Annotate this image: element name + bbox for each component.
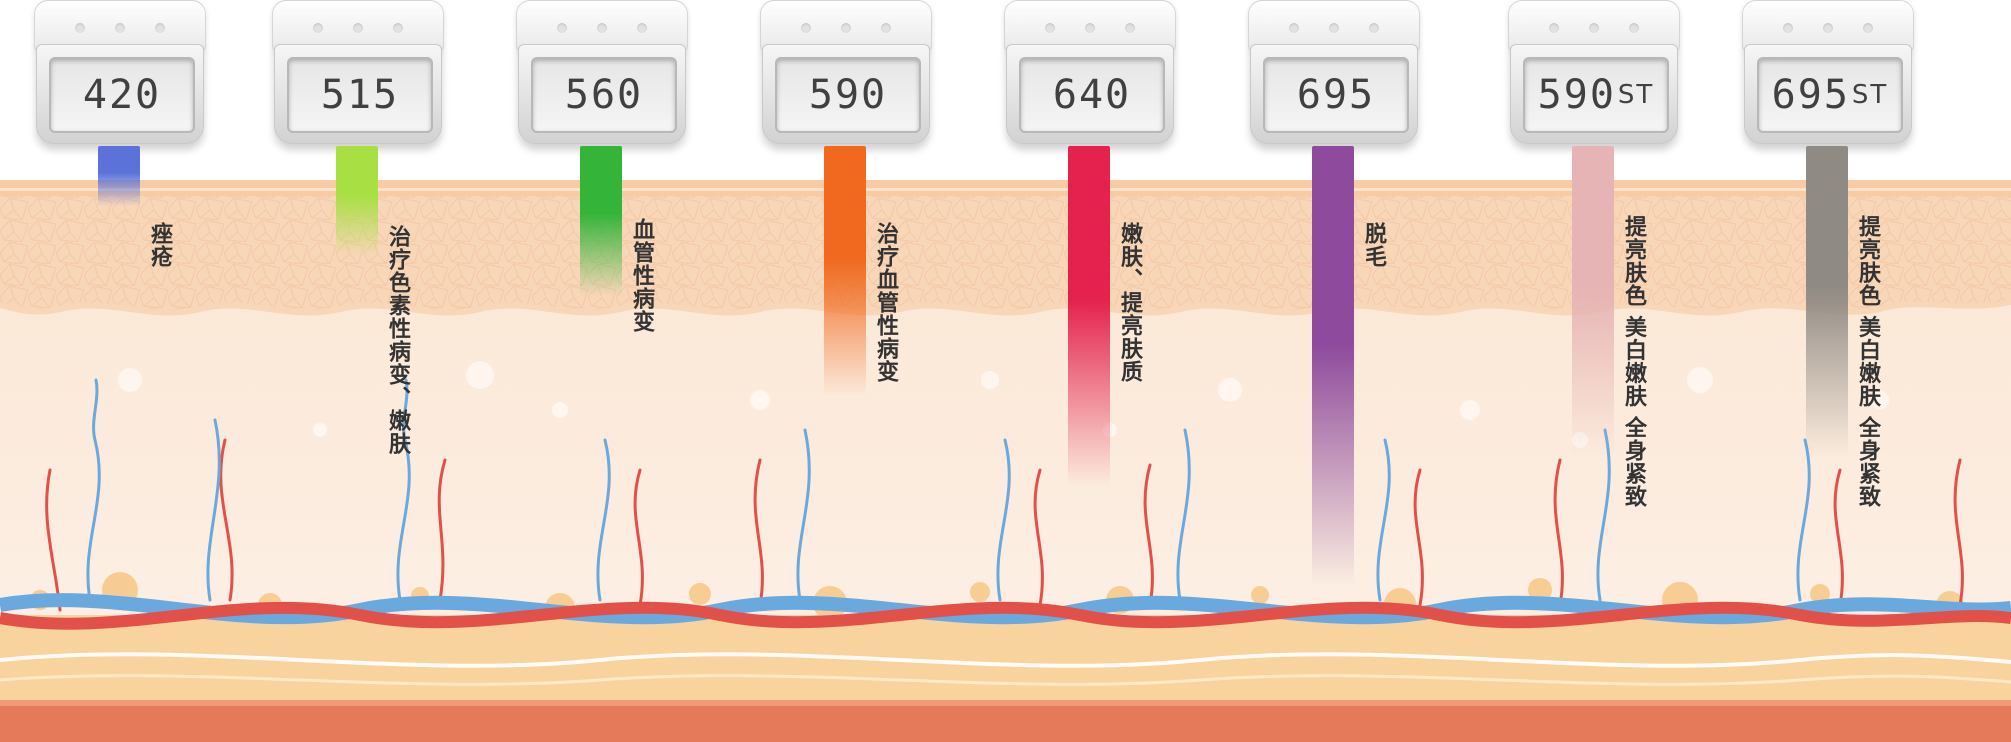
cap-dot bbox=[1589, 23, 1599, 33]
filter-wavelength: 560 bbox=[564, 72, 644, 118]
treatment-label: 痤疮 bbox=[147, 222, 172, 268]
cap-dot bbox=[1045, 23, 1055, 33]
cap-dot bbox=[353, 23, 363, 33]
cap-dot bbox=[1549, 23, 1559, 33]
cap-dot bbox=[1629, 23, 1639, 33]
filter-head-515: 515 bbox=[272, 0, 444, 150]
filter-head-590: 590 bbox=[760, 0, 932, 150]
treatment-label: 提亮肤色 美白嫩肤 全身紧致 bbox=[1855, 215, 1880, 509]
artery-main bbox=[0, 601, 2011, 630]
filter-display: 640 bbox=[1019, 57, 1165, 133]
cap-dot bbox=[881, 23, 891, 33]
filter-body: 515 bbox=[274, 44, 442, 144]
filter-wavelength: 590 bbox=[1537, 72, 1616, 118]
cap-dot bbox=[637, 23, 647, 33]
filter-body: 640 bbox=[1006, 44, 1174, 144]
filter-wavelength: 695 bbox=[1771, 72, 1850, 118]
treatment-label: 治疗血管性病变 bbox=[873, 222, 898, 383]
filter-display: 515 bbox=[287, 57, 433, 133]
filter-head-695: 695 bbox=[1248, 0, 1420, 150]
filter-wavelength: 515 bbox=[320, 72, 400, 118]
filter-display: 590 bbox=[775, 57, 921, 133]
cap-dot bbox=[1823, 23, 1833, 33]
cap-dot bbox=[1085, 23, 1095, 33]
filter-wavelength: 695 bbox=[1296, 72, 1376, 118]
light-beam bbox=[1068, 146, 1110, 486]
cap-dot bbox=[1783, 23, 1793, 33]
cap-dot bbox=[1289, 23, 1299, 33]
treatment-label: 血管性病变 bbox=[629, 218, 654, 333]
light-beam bbox=[1572, 146, 1614, 456]
cap-dot bbox=[393, 23, 403, 33]
cap-dot bbox=[557, 23, 567, 33]
filter-wavelength: 590 bbox=[808, 72, 888, 118]
light-beam bbox=[1806, 146, 1848, 456]
filter-cap bbox=[1742, 0, 1914, 52]
light-beam bbox=[1312, 146, 1354, 586]
cap-dot bbox=[313, 23, 323, 33]
cap-dot bbox=[1329, 23, 1339, 33]
filter-head-640: 640 bbox=[1004, 0, 1176, 150]
treatment-label: 提亮肤色 美白嫩肤 全身紧致 bbox=[1621, 215, 1646, 509]
filter-display: 560 bbox=[531, 57, 677, 133]
filter-suffix: ST bbox=[1617, 80, 1655, 110]
muscle-layer bbox=[0, 700, 2011, 742]
light-beam bbox=[98, 146, 140, 206]
filter-wavelength: 640 bbox=[1052, 72, 1132, 118]
filter-body: 420 bbox=[36, 44, 204, 144]
filter-cap bbox=[1248, 0, 1420, 52]
cap-dot bbox=[1863, 23, 1873, 33]
light-beam bbox=[336, 146, 378, 256]
cap-dot bbox=[1125, 23, 1135, 33]
cap-dot bbox=[841, 23, 851, 33]
treatment-label: 治疗色素性病变、嫩肤 bbox=[385, 225, 410, 455]
filter-body: 590 bbox=[762, 44, 930, 144]
filter-wavelength: 420 bbox=[82, 72, 162, 118]
cap-dot bbox=[801, 23, 811, 33]
filter-cap bbox=[1004, 0, 1176, 52]
light-beam bbox=[580, 146, 622, 296]
cap-dot bbox=[1369, 23, 1379, 33]
light-beam bbox=[824, 146, 866, 396]
treatment-label: 脱毛 bbox=[1361, 222, 1386, 268]
filter-cap bbox=[272, 0, 444, 52]
filter-display: 695 bbox=[1263, 57, 1409, 133]
cap-dot bbox=[75, 23, 85, 33]
cap-dot bbox=[155, 23, 165, 33]
filter-body: 560 bbox=[518, 44, 686, 144]
cap-dot bbox=[115, 23, 125, 33]
cap-dot bbox=[597, 23, 607, 33]
filter-head-560: 560 bbox=[516, 0, 688, 150]
filter-body: 695 bbox=[1250, 44, 1418, 144]
filter-suffix: ST bbox=[1851, 80, 1889, 110]
filter-cap bbox=[1508, 0, 1680, 52]
filter-display: 420 bbox=[49, 57, 195, 133]
filter-cap bbox=[34, 0, 206, 52]
filter-head-420: 420 bbox=[34, 0, 206, 150]
bubbles bbox=[118, 361, 1889, 448]
treatment-label: 嫩肤、提亮肤质 bbox=[1117, 222, 1142, 383]
